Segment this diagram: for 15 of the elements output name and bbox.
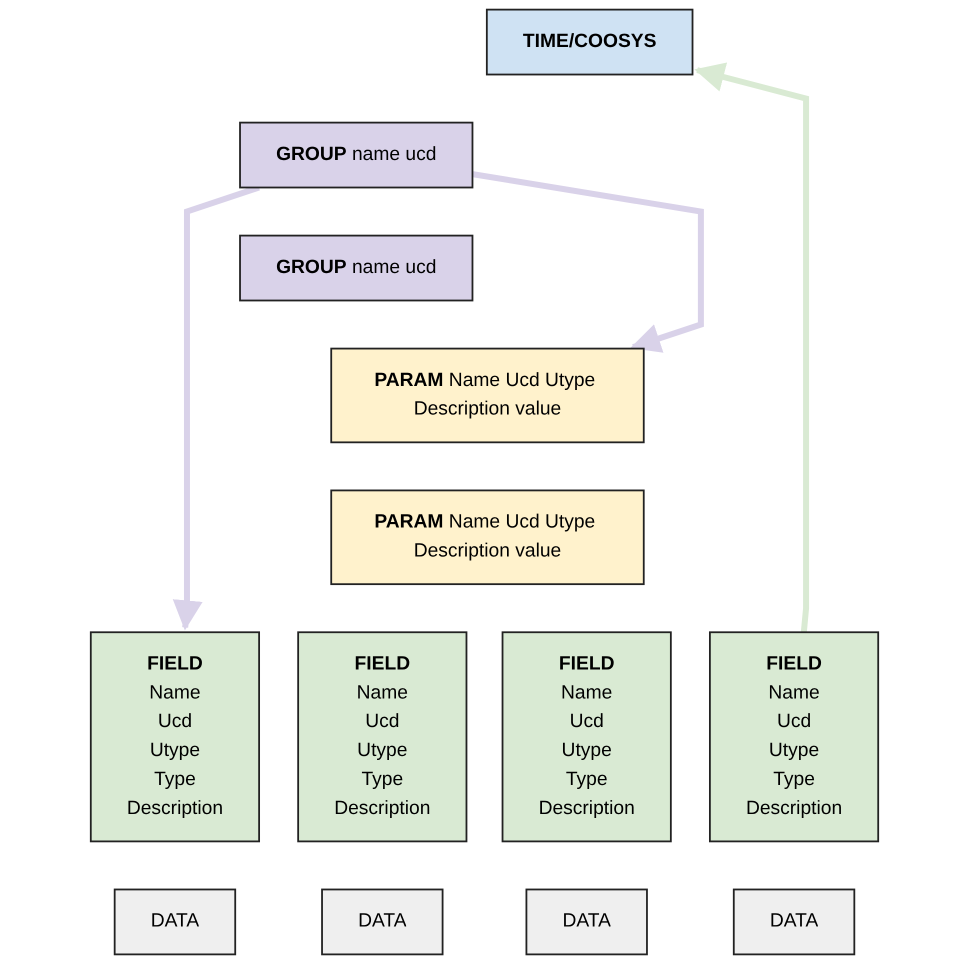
- node-box: DATA: [732, 888, 856, 956]
- node-box: FIELD Name Ucd Utype Type Description: [90, 631, 260, 842]
- node-box: DATA: [526, 888, 648, 956]
- node-box: TIME/COOSYS: [486, 8, 694, 76]
- node-box: FIELD Name Ucd Utype Type Description: [502, 631, 672, 842]
- node-box: DATA: [321, 888, 444, 956]
- arrow: [472, 171, 704, 353]
- node-box: GROUP name ucd: [239, 122, 474, 188]
- node-box: PARAM Name Ucd Utype Description value: [330, 490, 645, 586]
- node-box: FIELD Name Ucd Utype Type Description: [709, 631, 880, 842]
- node-box: DATA: [114, 888, 236, 956]
- node-box: PARAM Name Ucd Utype Description value: [330, 348, 645, 444]
- arrow: [694, 62, 810, 633]
- node-box: GROUP name ucd: [239, 234, 474, 302]
- node-box: FIELD Name Ucd Utype Type Description: [297, 631, 468, 842]
